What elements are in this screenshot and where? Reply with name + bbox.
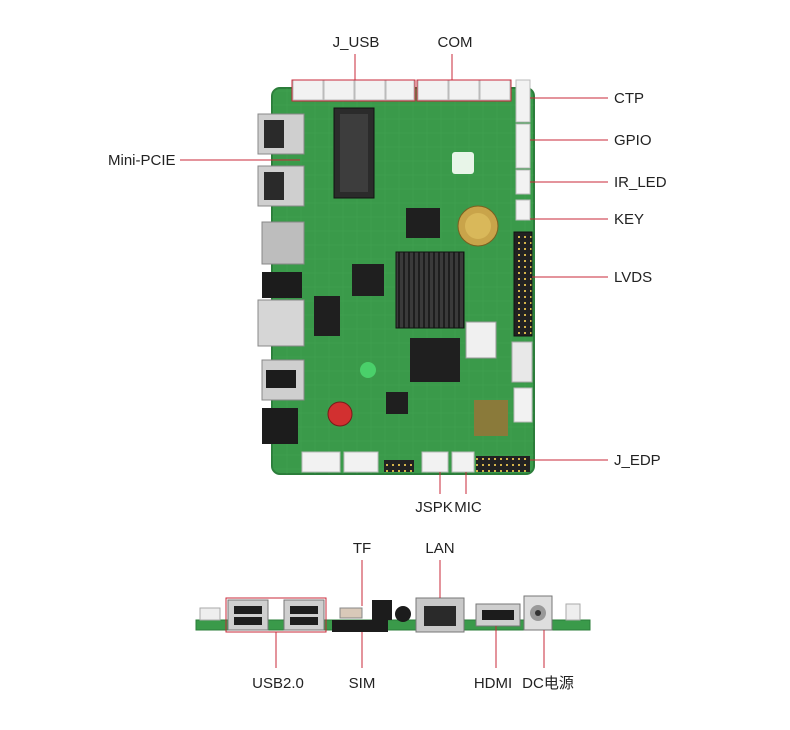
label-jspk: JSPK bbox=[415, 499, 453, 516]
label-j-usb: J_USB bbox=[333, 34, 380, 51]
label-mini-pcie: Mini-PCIE bbox=[108, 152, 176, 169]
audio-jack bbox=[395, 606, 411, 622]
chip bbox=[406, 208, 440, 238]
module bbox=[474, 400, 508, 436]
dc-jack bbox=[523, 595, 553, 631]
label-tf: TF bbox=[353, 540, 371, 557]
chip bbox=[386, 392, 408, 414]
left-edge-ports bbox=[257, 113, 305, 444]
label-gpio: GPIO bbox=[614, 132, 652, 149]
leader-lines bbox=[180, 54, 608, 668]
callout-labels: J_USB COM CTP GPIO IR_LED KEY LVDS Mini-… bbox=[108, 34, 667, 692]
chip bbox=[352, 264, 384, 296]
label-key: KEY bbox=[614, 211, 644, 228]
label-ctp: CTP bbox=[614, 90, 644, 107]
label-usb20: USB2.0 bbox=[252, 675, 304, 692]
label-sim: SIM bbox=[349, 675, 376, 692]
pcb-top-view bbox=[257, 79, 535, 475]
label-j-edp: J_EDP bbox=[614, 452, 661, 469]
label-hdmi: HDMI bbox=[474, 675, 512, 692]
label-mic: MIC bbox=[454, 499, 482, 516]
tf-slot bbox=[339, 607, 363, 619]
com-connectors bbox=[417, 79, 511, 101]
pcb-side-view bbox=[195, 595, 591, 633]
bottom-edge-headers bbox=[301, 451, 530, 473]
sim-slot bbox=[332, 620, 388, 632]
label-dc-power: DC电源 bbox=[522, 675, 574, 692]
memory-chip bbox=[410, 338, 460, 382]
label-lvds: LVDS bbox=[614, 269, 652, 286]
capacitor bbox=[327, 401, 353, 427]
chip bbox=[314, 296, 340, 336]
label-ir-led: IR_LED bbox=[614, 174, 667, 191]
j-usb-connectors bbox=[292, 79, 415, 101]
led bbox=[360, 362, 376, 378]
right-edge-connectors bbox=[511, 79, 533, 423]
heatsink bbox=[395, 251, 465, 329]
board-logo bbox=[452, 152, 474, 174]
usb20-ports bbox=[227, 599, 325, 631]
label-lan: LAN bbox=[425, 540, 454, 557]
label-com: COM bbox=[438, 34, 473, 51]
label-sticker bbox=[465, 321, 497, 359]
